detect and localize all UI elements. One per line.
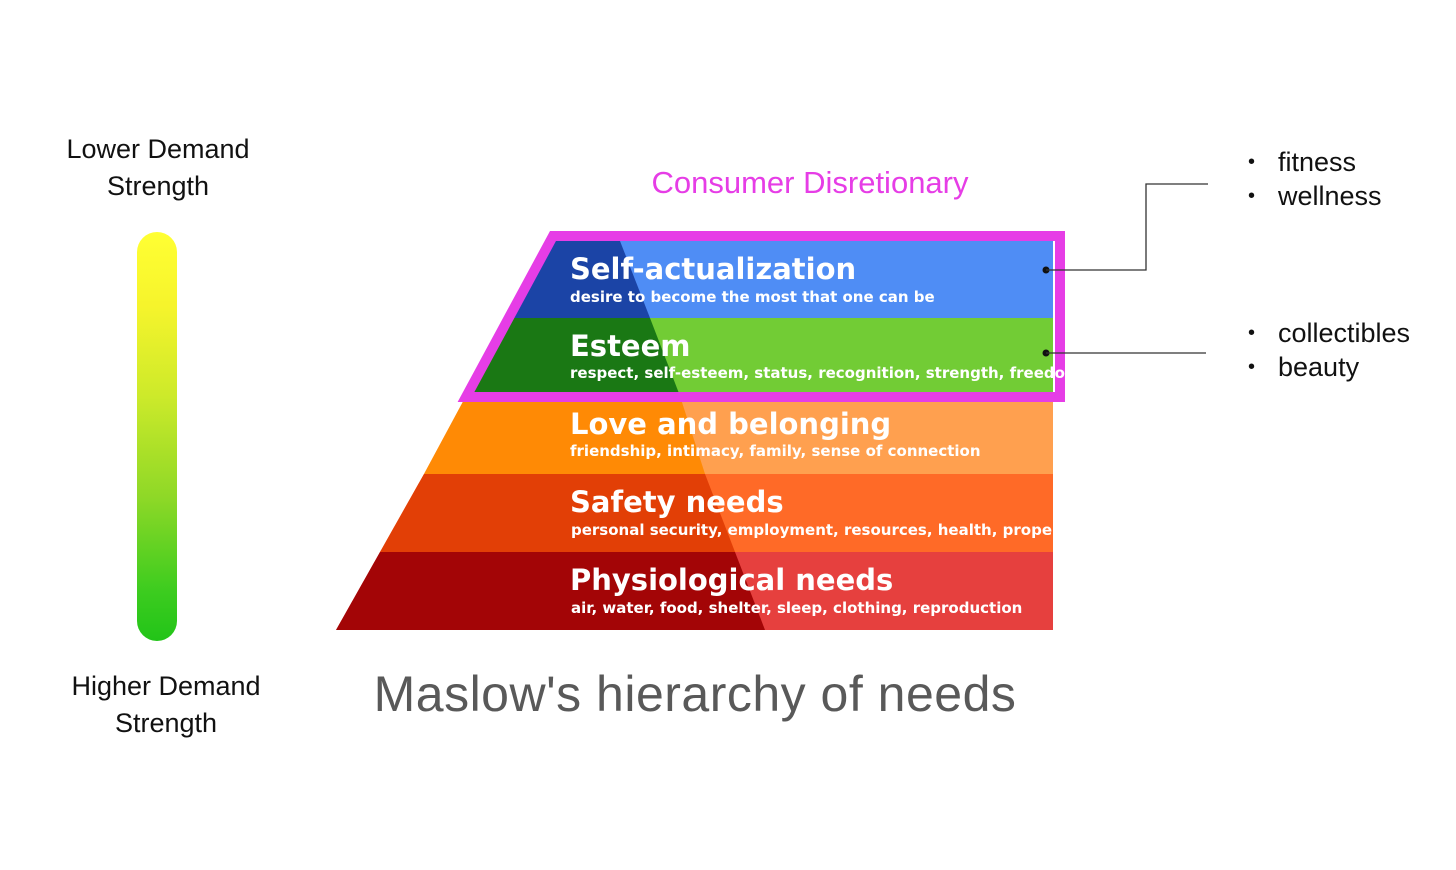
higher-demand-line1: Higher Demand (71, 671, 261, 701)
callout-connector-bottom (1042, 349, 1206, 357)
callout-connector-top (1042, 183, 1208, 274)
higher-demand-label: Higher Demand Strength (56, 668, 276, 742)
demand-gradient-bar (137, 232, 177, 641)
callout-item: beauty (1248, 350, 1410, 384)
diagram-title: Maslow's hierarchy of needs (373, 666, 1017, 722)
esteem-subtitle: respect, self-esteem, status, recognitio… (570, 364, 1081, 382)
callout-item: collectibles (1248, 316, 1410, 350)
self-actualization-subtitle: desire to become the most that one can b… (570, 288, 935, 306)
safety-shade (380, 474, 735, 552)
callout-item: wellness (1248, 179, 1382, 213)
safety-subtitle: personal security, employment, resources… (571, 521, 1077, 539)
pyramid-level-physiological (336, 552, 1053, 630)
callout-item: fitness (1248, 145, 1382, 179)
callout-list-bottom: collectibles beauty (1248, 316, 1410, 384)
lower-demand-line1: Lower Demand (66, 134, 250, 164)
pyramid-level-love (424, 396, 1053, 474)
consumer-discretionary-frame (457, 231, 1065, 402)
esteem-title: Esteem (570, 329, 691, 363)
self-actualization-title: Self-actualization (570, 252, 856, 286)
lower-demand-label: Lower Demand Strength (48, 131, 268, 205)
safety-title: Safety needs (570, 485, 784, 519)
pyramid-level-self-actualization (511, 241, 1053, 318)
pyramid-level-safety (380, 474, 1053, 552)
self-actualization-band (511, 241, 1053, 318)
callout-list-top: fitness wellness (1248, 145, 1382, 213)
pyramid-level-esteem (466, 318, 1053, 396)
consumer-discretionary-label: Consumer Disretionary (651, 165, 969, 200)
physiological-title: Physiological needs (570, 563, 893, 597)
physiological-shade (336, 552, 765, 630)
esteem-shade (466, 318, 680, 396)
love-subtitle: friendship, intimacy, family, sense of c… (570, 442, 981, 460)
love-title: Love and belonging (570, 407, 891, 441)
self-actualization-shade (511, 241, 650, 318)
physiological-subtitle: air, water, food, shelter, sleep, clothi… (571, 599, 1022, 617)
higher-demand-line2: Strength (114, 708, 218, 738)
connector-line-top (1046, 183, 1208, 271)
lower-demand-line2: Strength (106, 171, 210, 201)
love-shade (424, 396, 705, 474)
